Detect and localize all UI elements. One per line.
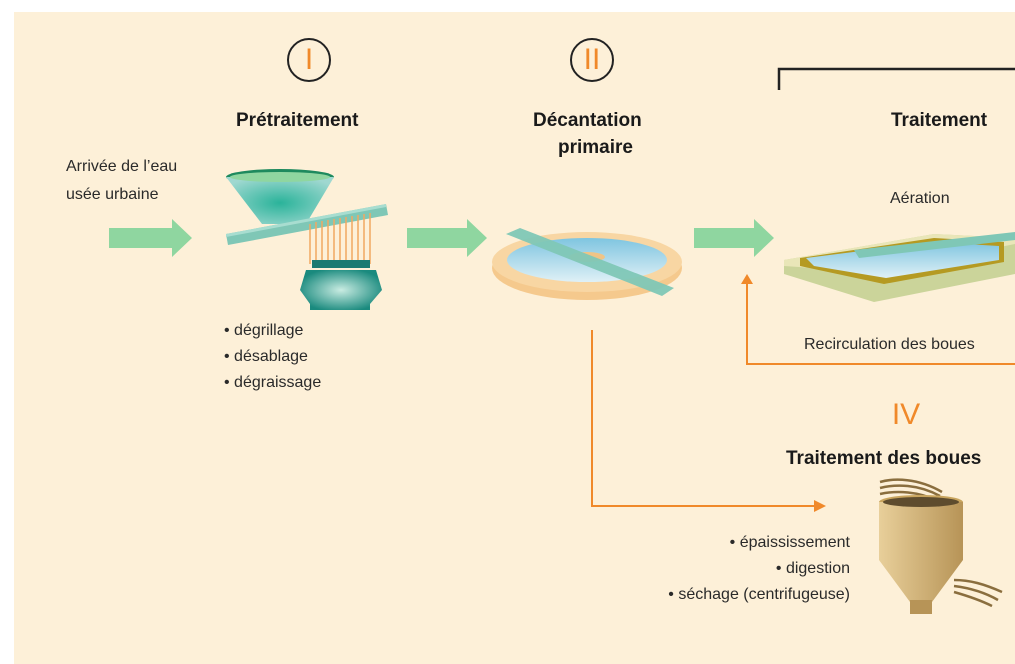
inlet-label-line2: usée urbaine [66,186,159,203]
stage-4-numeral: IV [886,395,926,435]
stage-1-numeral: I [287,38,331,82]
list-item: désablage [224,344,321,370]
diagram-panel: I II IV Prétraitement Décantation primai… [14,12,1015,664]
list-item: dégraissage [224,370,321,396]
diagram-graphics [109,67,1015,614]
stage-4-title: Traitement des boues [786,448,982,469]
list-item: dégrillage [224,318,321,344]
list-item: épaississement [668,530,850,556]
list-item: séchage (centrifugeuse) [668,582,850,608]
pretreatment-steps: dégrillage désablage dégraissage [224,318,321,396]
primary-sludge-line [591,330,816,507]
stage-2-numeral: II [570,38,614,82]
sludge-silo [879,478,1003,614]
recirculation-label: Recirculation des boues [804,336,975,353]
recirculation-line [746,280,1015,365]
aeration-basin [784,232,1015,302]
list-item: digestion [668,556,850,582]
aeration-label: Aération [890,190,950,207]
primary-settler [492,228,682,300]
flow-arrow-inlet [109,219,192,257]
stage-bracket [777,67,1015,90]
flow-arrow-2 [694,219,774,257]
pretreatment-equipment [226,169,388,310]
stage-2-title-line1: Décantation [533,110,642,131]
flow-arrow-1 [407,219,487,257]
stage-3-title: Traitement [891,110,988,131]
stage-1-title: Prétraitement [236,110,359,131]
inlet-label-line1: Arrivée de l’eau [66,158,178,175]
stage-2-title-line2: primaire [558,137,633,158]
sludge-steps: épaississement digestion séchage (centri… [668,530,850,608]
